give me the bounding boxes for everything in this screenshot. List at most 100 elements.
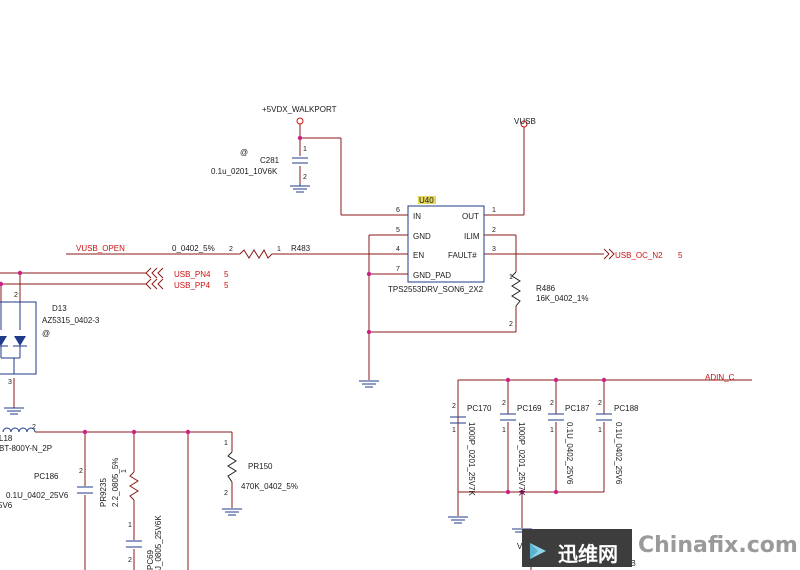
svg-text:5: 5 bbox=[678, 251, 683, 260]
resistor-pr150: 1 2 PR150 470K_0402_5% bbox=[224, 440, 298, 497]
r486-value: 16K_0402_1% bbox=[536, 294, 589, 303]
svg-text:2: 2 bbox=[502, 400, 506, 407]
svg-text:ADIN_C: ADIN_C bbox=[705, 373, 735, 382]
svg-text:1: 1 bbox=[128, 522, 132, 529]
pc186-value: 0.1U_0402_25V6 bbox=[6, 491, 69, 500]
ground-d13-icon bbox=[4, 407, 24, 415]
ground-pr150-icon bbox=[222, 508, 242, 516]
resistor-pr9235: 1 PR9235 2.2_0805_5% bbox=[99, 458, 139, 507]
svg-text:ILIM: ILIM bbox=[464, 232, 480, 241]
svg-text:USB_PN4: USB_PN4 bbox=[174, 270, 211, 279]
ic-u40: U40 TPS2553DRV_SON6_2X2 IN GND EN GND_PA… bbox=[388, 196, 496, 294]
svg-text:3: 3 bbox=[492, 246, 496, 253]
svg-text:5: 5 bbox=[396, 227, 400, 234]
svg-text:2: 2 bbox=[32, 424, 36, 431]
svg-text:1: 1 bbox=[502, 427, 506, 434]
svg-text:2: 2 bbox=[509, 321, 513, 328]
pc170-ref: PC170 bbox=[467, 404, 492, 413]
pr9235-value: 2.2_0805_5% bbox=[111, 458, 120, 507]
svg-text:1: 1 bbox=[550, 427, 554, 434]
svg-text:1: 1 bbox=[303, 146, 307, 153]
r483-value: 0_0402_5% bbox=[172, 244, 215, 253]
pr9235-ref: PR9235 bbox=[99, 478, 108, 507]
inductor-l18: 2 L18 BT-800Y-N_2P bbox=[0, 424, 52, 453]
c281-value: 0.1u_0201_10V6K bbox=[211, 167, 278, 176]
u40-part: TPS2553DRV_SON6_2X2 bbox=[388, 285, 484, 294]
svg-text:1: 1 bbox=[277, 246, 281, 253]
pc188-value: 0.1U_0402_25V6 bbox=[614, 422, 623, 485]
watermark-cn-text: 迅维网 bbox=[558, 542, 618, 566]
svg-text:6: 6 bbox=[396, 207, 400, 214]
svg-text:USB_OC_N2: USB_OC_N2 bbox=[615, 251, 663, 260]
svg-text:4: 4 bbox=[396, 246, 400, 253]
svg-text:USB_PP4: USB_PP4 bbox=[174, 281, 211, 290]
watermark: 迅维网 Chinafix.com bbox=[522, 525, 800, 570]
svg-text:2: 2 bbox=[224, 490, 228, 497]
svg-text:GND_PAD: GND_PAD bbox=[413, 271, 451, 280]
pc170-value: 1000P_0201_25V7K bbox=[467, 422, 476, 497]
wires bbox=[0, 124, 752, 570]
svg-text:1: 1 bbox=[224, 440, 228, 447]
pc169-ref: PC169 bbox=[517, 404, 542, 413]
ground-pc170-icon bbox=[448, 516, 468, 524]
svg-text:OUT: OUT bbox=[462, 212, 479, 221]
l18-ref: L18 bbox=[0, 434, 13, 443]
svg-text:EN: EN bbox=[413, 251, 424, 260]
resistor-r486: 1 2 R486 16K_0402_1% bbox=[509, 271, 589, 328]
chinafix-logo-icon bbox=[530, 543, 546, 559]
svg-text:5: 5 bbox=[224, 270, 229, 279]
pc187-value: 0.1U_0402_25V6 bbox=[565, 422, 574, 485]
pc69-ref: PC69 bbox=[146, 549, 155, 570]
pc186-ref: PC186 bbox=[34, 472, 59, 481]
pc186-value2: 5V6 bbox=[0, 501, 13, 510]
pc169-value: 1000P_0201_25V7K bbox=[517, 422, 526, 497]
svg-text:2: 2 bbox=[492, 227, 496, 234]
svg-text:1: 1 bbox=[121, 469, 128, 473]
diode-array-d13: 2 1 3 D13 AZ5315_0402-3 @ bbox=[0, 292, 100, 386]
svg-text:IN: IN bbox=[413, 212, 421, 221]
net-vusb-open-label: VUSB_OPEN bbox=[76, 244, 125, 253]
pc69-value: J_0805_25V6K bbox=[154, 515, 163, 570]
svg-text:FAULT#: FAULT# bbox=[448, 251, 477, 260]
watermark-badge: 迅维网 bbox=[522, 529, 632, 567]
junctions bbox=[0, 135, 607, 495]
offpage-usb-pn: USB_PN4 5 bbox=[145, 267, 229, 279]
svg-text:2: 2 bbox=[550, 400, 554, 407]
ground-c281-icon bbox=[290, 184, 310, 193]
svg-text:1: 1 bbox=[492, 207, 496, 214]
d13-marker: @ bbox=[42, 329, 50, 338]
svg-text:2: 2 bbox=[452, 403, 456, 410]
net-vusb-label: VUSB bbox=[514, 117, 536, 126]
pc188-ref: PC188 bbox=[614, 404, 639, 413]
svg-text:7: 7 bbox=[396, 266, 400, 273]
svg-text:2: 2 bbox=[303, 174, 307, 181]
net-adin-label: ADIN_C bbox=[705, 373, 735, 382]
svg-text:1: 1 bbox=[509, 274, 513, 281]
d13-ref: D13 bbox=[52, 304, 67, 313]
ground-symbols bbox=[4, 184, 532, 533]
u40-ref: U40 bbox=[419, 196, 434, 205]
power-port-walkport: +5VDX_WALKPORT bbox=[262, 105, 337, 125]
svg-text:2: 2 bbox=[14, 292, 18, 299]
r483-ref: R483 bbox=[291, 244, 311, 253]
capacitor-pc188: 2 1 PC188 0.1U_0402_25V6 bbox=[596, 400, 639, 485]
svg-text:2: 2 bbox=[128, 557, 132, 564]
pr150-value: 470K_0402_5% bbox=[241, 482, 298, 491]
d13-value: AZ5315_0402-3 bbox=[42, 316, 100, 325]
capacitor-c281: 1 2 @ C281 0.1u_0201_10V6K bbox=[211, 146, 308, 181]
resistor-r483: 2 1 0_0402_5% R483 VUSB_OPEN bbox=[76, 244, 311, 259]
svg-text:2: 2 bbox=[229, 246, 233, 253]
offpage-usb-oc: USB_OC_N2 5 bbox=[603, 248, 683, 260]
r486-ref: R486 bbox=[536, 284, 556, 293]
capacitor-pc186: 2 PC186 0.1U_0402_25V6 5V6 bbox=[0, 468, 93, 510]
power-port-vusb: VUSB bbox=[514, 117, 536, 128]
svg-text:2: 2 bbox=[598, 400, 602, 407]
capacitor-pc169: 2 1 PC169 1000P_0201_25V7K bbox=[500, 400, 542, 497]
svg-text:1: 1 bbox=[598, 427, 602, 434]
svg-text:3: 3 bbox=[8, 379, 12, 386]
capacitor-pc170: 2 1 PC170 1000P_0201_25V7K bbox=[450, 403, 492, 497]
ground-u40-icon bbox=[359, 380, 379, 388]
svg-text:5: 5 bbox=[224, 281, 229, 290]
pr150-ref: PR150 bbox=[248, 462, 273, 471]
